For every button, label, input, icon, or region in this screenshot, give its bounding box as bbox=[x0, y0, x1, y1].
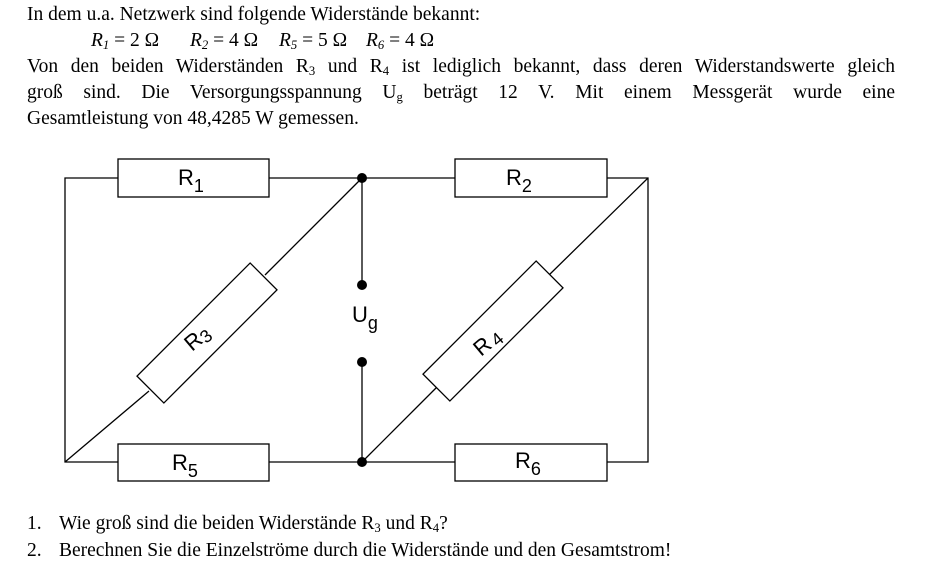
label-r1: R1 bbox=[178, 165, 204, 196]
intro-line-3: Von den beiden Widerständen R3 und R4 is… bbox=[27, 56, 895, 79]
source-terminal-bottom bbox=[357, 357, 367, 367]
label-source: Ug bbox=[352, 302, 378, 333]
problem-statement: In dem u.a. Netzwerk sind folgende Wider… bbox=[27, 2, 895, 132]
node-top bbox=[357, 173, 367, 183]
label-r5: R5 bbox=[172, 450, 198, 481]
given-r5: R5 = 5 Ω bbox=[279, 30, 348, 53]
intro-line-5: Gesamtleistung von 48,4285 W gemessen. bbox=[27, 108, 359, 129]
wire-r3-upper bbox=[264, 177, 363, 276]
given-r2: R2 = 4 Ω bbox=[190, 30, 259, 53]
question-2: 2.Berechnen Sie die Einzelströme durch d… bbox=[27, 540, 672, 561]
wire-left bbox=[64, 177, 118, 463]
resistor-r5 bbox=[117, 443, 270, 482]
wire-r4-upper bbox=[547, 177, 649, 277]
resistor-r2 bbox=[454, 158, 608, 198]
source-terminal-top bbox=[357, 280, 367, 290]
wire-r4-lower bbox=[361, 386, 438, 463]
wires bbox=[64, 177, 649, 463]
given-r6: R6 = 4 Ω bbox=[366, 30, 435, 53]
intro-line-4: groß sind. Die Versorgungsspannung Ug be… bbox=[27, 82, 895, 105]
questions-list: 1.Wie groß sind die beiden Widerstände R… bbox=[27, 510, 671, 564]
label-r6: R6 bbox=[515, 448, 541, 479]
given-values: R1 = 2 Ω R2 = 4 Ω R5 = 5 Ω R6 = 4 Ω bbox=[27, 28, 895, 54]
resistor-r1 bbox=[117, 158, 270, 198]
circuit-diagram: R1 R2 R5 R6 Ug R3 R4 bbox=[64, 158, 649, 482]
intro-line-1: In dem u.a. Netzwerk sind folgende Wider… bbox=[27, 4, 481, 25]
wire-r3-lower bbox=[64, 390, 150, 463]
resistor-r6 bbox=[454, 443, 608, 482]
resistor-r4 bbox=[422, 260, 564, 402]
wire-right bbox=[607, 177, 649, 463]
question-1: 1.Wie groß sind die beiden Widerstände R… bbox=[27, 513, 448, 536]
resistor-r3 bbox=[136, 262, 278, 404]
given-r1: R1 = 2 Ω bbox=[91, 30, 160, 53]
label-r2: R2 bbox=[506, 165, 532, 196]
node-bottom bbox=[357, 457, 367, 467]
